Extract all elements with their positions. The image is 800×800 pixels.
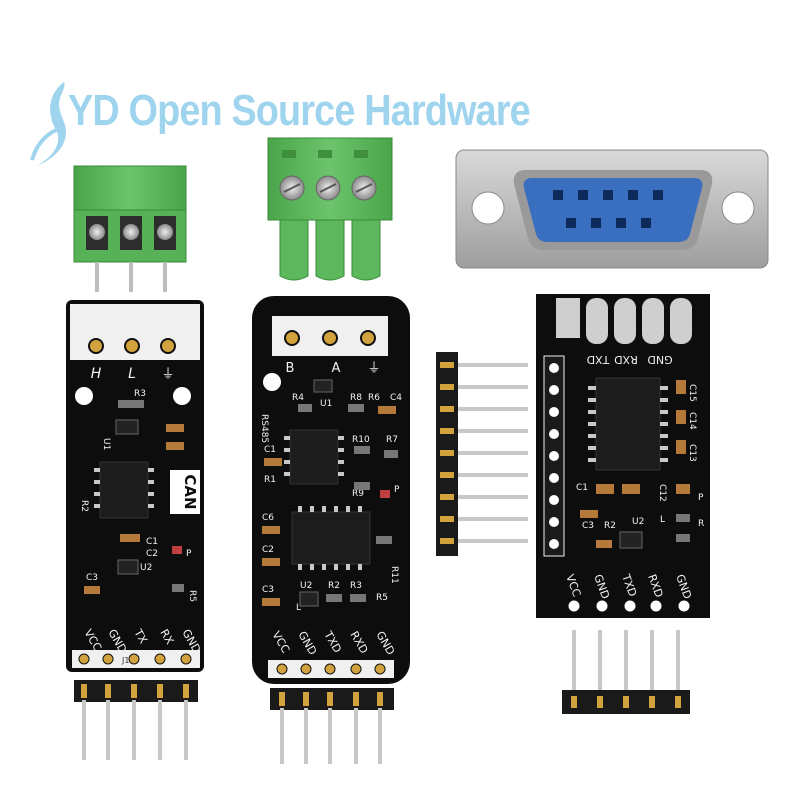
part-r5: R5 <box>376 593 388 603</box>
rs485-driver-chip <box>291 506 371 570</box>
part-c2: C2 <box>146 549 158 559</box>
part-r10: R10 <box>352 435 370 445</box>
label-rs485: RS485 <box>259 414 269 443</box>
db9-label-txd: TXD <box>587 353 611 366</box>
watermark-text: YD Open Source Hardware <box>68 86 531 135</box>
part-r6: R6 <box>368 393 380 403</box>
part-u1: U1 <box>101 438 111 450</box>
db9-label-rxd: RXD <box>614 353 638 366</box>
part-c6: C6 <box>262 513 274 523</box>
part-j1: J1 <box>121 656 129 665</box>
part-c2: C2 <box>262 545 274 555</box>
part-u2: U2 <box>140 563 152 573</box>
rs232-module-board: TXD RXD GND C15 C14 C13 <box>536 294 710 618</box>
part-c13: C13 <box>687 444 697 462</box>
part-r4: R4 <box>292 393 304 403</box>
pin-header-rs232 <box>562 630 690 714</box>
part-r1: R1 <box>264 475 276 485</box>
part-c3: C3 <box>86 573 98 583</box>
terminal-block-rs485 <box>267 137 393 281</box>
board-label-can: CAN <box>181 474 199 509</box>
screw-slots <box>86 216 176 250</box>
can-label-box <box>170 470 200 514</box>
part-l: L <box>296 603 301 613</box>
part-r5: R5 <box>187 590 197 602</box>
part-r8: R8 <box>350 393 362 403</box>
part-u1: U1 <box>320 399 332 409</box>
can-transceiver-chip <box>94 461 154 519</box>
part-c1: C1 <box>576 483 588 493</box>
leaf-logo-icon <box>30 82 66 166</box>
part-c4: C4 <box>390 393 402 403</box>
part-r2: R2 <box>604 521 616 531</box>
part-c3: C3 <box>262 585 274 595</box>
part-r: R <box>698 519 704 529</box>
part-r3: R3 <box>350 581 362 591</box>
rs485-module-board: B A ⏚ R4 U1 R8 R6 C4 RS485 R10 R7 C1 R1 <box>252 296 410 684</box>
part-c12: C12 <box>657 484 667 502</box>
pin-header-rs485 <box>270 688 394 764</box>
part-p: P <box>394 485 400 495</box>
pin-header-can <box>74 680 198 760</box>
part-c14: C14 <box>687 412 697 430</box>
part-p: P <box>698 493 704 503</box>
terminal-label-gnd: ⏚ <box>367 361 380 376</box>
terminal-label-a: A <box>332 361 341 376</box>
db9-label-gnd: GND <box>647 353 672 366</box>
part-u2: U2 <box>632 517 644 527</box>
part-r3: R3 <box>134 389 146 399</box>
part-r2: R2 <box>79 500 89 512</box>
part-c15: C15 <box>687 384 697 402</box>
part-c1: C1 <box>264 445 276 455</box>
terminal-block-can <box>73 165 187 292</box>
part-l: L <box>660 515 665 525</box>
can-module-board: H L ⏚ R3 U1 R2 CAN C1 C2 U2 C3 P <box>66 300 204 672</box>
part-u2: U2 <box>300 581 312 591</box>
part-r2: R2 <box>328 581 340 591</box>
watermark: YD Open Source Hardware <box>10 40 531 166</box>
db9-connector <box>455 149 769 269</box>
rs485-transceiver-chip <box>284 429 344 485</box>
rs232-transceiver-chip <box>588 377 668 471</box>
part-p: P <box>186 549 192 559</box>
part-r9: R9 <box>352 489 364 499</box>
part-r11: R11 <box>389 566 399 584</box>
part-c3: C3 <box>582 521 594 531</box>
terminal-label-h: H <box>91 366 102 382</box>
db9-solder-pads <box>556 298 692 344</box>
pin-header-9pin <box>436 352 528 556</box>
part-c1: C1 <box>146 537 158 547</box>
terminal-label-b: B <box>286 361 295 376</box>
terminal-label-gnd: ⏚ <box>161 367 174 382</box>
terminal-label-l: L <box>128 366 136 382</box>
part-r7: R7 <box>386 435 398 445</box>
